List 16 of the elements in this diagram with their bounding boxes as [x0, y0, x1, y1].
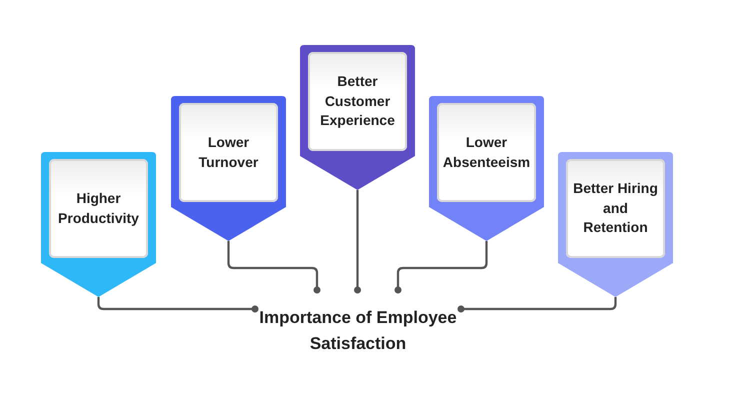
pentagon-tag: [300, 45, 415, 190]
connector-line: [354, 190, 361, 294]
tag-label: Better Hiring and Retention: [572, 179, 659, 238]
connector-line: [394, 241, 488, 294]
pentagon-tag: [558, 152, 673, 297]
tag-label: Higher Productivity: [57, 188, 140, 228]
pentagon-tag: [41, 152, 156, 297]
pentagon-tag: [429, 96, 544, 241]
pentagon-tag: [171, 96, 286, 241]
connector-line: [227, 241, 320, 294]
tag-label: Lower Absenteeism: [442, 132, 532, 172]
tag-label: Better Customer Experience: [319, 72, 396, 130]
tag-label: Lower Turnover: [198, 132, 260, 172]
connector-line: [458, 297, 617, 312]
connector-line: [97, 297, 258, 312]
central-title: Importance of Employee Satisfaction: [258, 307, 458, 354]
